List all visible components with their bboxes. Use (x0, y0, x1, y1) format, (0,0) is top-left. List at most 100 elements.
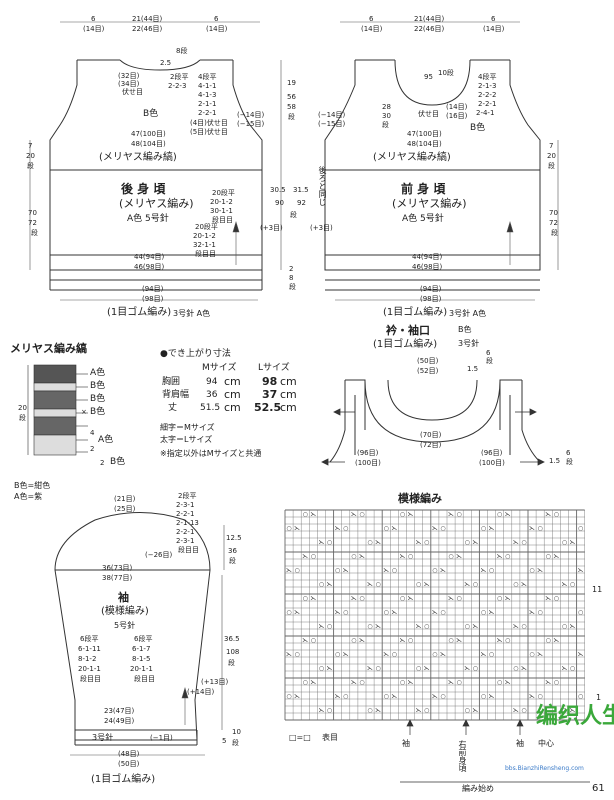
yarn-over-symbol: ○ (497, 679, 502, 686)
decrease-symbol: ⋋ (327, 665, 333, 672)
center-hdan2: 段 (290, 211, 297, 219)
chart-label-center: 右前身頃 (458, 740, 467, 772)
front-neck-dec2: 2-2-2 (478, 91, 497, 99)
collar-w100r: (100目) (479, 459, 505, 467)
yarn-over-symbol: ○ (529, 567, 534, 574)
sleeve-w21: (21目) (114, 495, 136, 503)
back-inc5: 20-1-2 (193, 232, 216, 240)
front-shoulder-l2: (14目) (361, 25, 383, 33)
sleeve-h5: 5 (222, 737, 227, 745)
decrease-symbol: ⋋ (545, 595, 551, 602)
front-rowsdan: 段 (382, 121, 389, 129)
front-stripe-label: (メリヤス編み縞) (373, 152, 451, 163)
decrease-symbol: ⋋ (391, 693, 397, 700)
yarn-over-symbol: ○ (343, 693, 348, 700)
back-top-width-l: 22(46目) (132, 25, 163, 33)
stripe-a2: A色 (98, 435, 114, 445)
sizes-row3u: cm (224, 401, 241, 414)
sizes-row1l: 98 (262, 375, 278, 388)
sizes-note2: 太字＝Lサイズ (160, 435, 213, 444)
yarn-over-symbol: ○ (473, 665, 478, 672)
back-w44: 44(94目) (134, 253, 165, 261)
decrease-symbol: ⋋ (335, 693, 341, 700)
decrease-symbol: ⋋ (399, 553, 405, 560)
yarn-over-symbol: ○ (578, 525, 583, 532)
sleeve-top-f: 2-3-1 (176, 537, 195, 545)
front-neck-a: 95 (424, 73, 433, 81)
knit-chart-grid: ○⋋⋋○○⋋⋋○○⋋⋋○○⋋⋋○○⋋⋋○○⋋⋋○○⋋○○⋋⋋○○⋋⋋○○⋋⋋○○… (284, 509, 585, 721)
yarn-over-symbol: ○ (513, 581, 518, 588)
chart-title: 模様編み (398, 492, 442, 505)
yarn-over-symbol: ○ (311, 553, 316, 560)
yarn-over-symbol: ○ (513, 665, 518, 672)
decrease-symbol: ⋋ (375, 623, 381, 630)
center-inc-note-l: (+3目) (260, 224, 283, 232)
decrease-symbol: ⋋ (513, 623, 519, 630)
decrease-symbol: ⋋ (327, 581, 333, 588)
decrease-symbol: ⋋ (553, 637, 559, 644)
yarn-over-symbol: ○ (400, 679, 405, 686)
decrease-symbol: ⋋ (529, 525, 535, 532)
yarn-over-symbol: ○ (440, 693, 445, 700)
yarn-over-symbol: ○ (465, 539, 470, 546)
decrease-symbol: ⋋ (335, 525, 341, 532)
sizes-row3l: 52.5 (254, 401, 282, 414)
stripe-dan: 段 (19, 414, 26, 422)
back-body-outline (49, 59, 263, 291)
sizes-row2: 背肩幅 (162, 390, 190, 400)
sleeve-inc8: 8-1-5 (132, 655, 151, 663)
decrease-symbol: ⋋ (416, 707, 422, 714)
decrease-symbol: ⋋ (561, 665, 567, 672)
sleeve-outline (54, 512, 211, 746)
decrease-symbol: ⋋ (408, 511, 414, 518)
yarn-over-symbol: ○ (295, 567, 300, 574)
yarn-over-symbol: ○ (384, 609, 389, 616)
decrease-symbol: ⋋ (505, 511, 511, 518)
collar-rib: (1目ゴム編み) (373, 339, 438, 350)
front-side-20: 20 (547, 152, 556, 160)
yarn-over-symbol: ○ (384, 525, 389, 532)
yarn-over-symbol: ○ (554, 511, 559, 518)
front-fuse3: (16目) (446, 112, 468, 120)
yarn-over-symbol: ○ (400, 595, 405, 602)
back-w48: 48(104目) (131, 140, 166, 148)
yarn-over-symbol: ○ (424, 539, 429, 546)
yarn-over-symbol: ○ (295, 651, 300, 658)
sizes-row1m: 94 (206, 377, 218, 387)
center-rib-h2: 8 (289, 274, 294, 282)
yarn-over-symbol: ○ (303, 511, 308, 518)
sizes-m: Mサイズ (202, 363, 237, 373)
yarn-over-symbol: ○ (367, 707, 372, 714)
yarn-over-symbol: ○ (335, 651, 340, 658)
sizes-row3: 丈 (168, 403, 178, 413)
sleeve-inc6: 6段平 (134, 635, 153, 643)
sizes-note1: 細字＝Mサイズ (160, 423, 215, 432)
yarn-over-symbol: ○ (562, 623, 567, 630)
brand-url: bbs.BianzhiRensheng.com (505, 765, 584, 772)
yarn-over-symbol: ○ (554, 595, 559, 602)
front-shoulder-r: 6 (491, 15, 496, 23)
front-neck-dec: 2-1-3 (478, 82, 497, 90)
back-inc3: 段目目 (212, 216, 233, 224)
decrease-symbol: ⋋ (383, 651, 389, 658)
back-inc4: 20段平 (195, 223, 218, 231)
yarn-over-symbol: ○ (465, 623, 470, 630)
yarn-over-symbol: ○ (424, 707, 429, 714)
sizes-row3m: 51.5 (200, 403, 221, 413)
decrease-symbol: ⋋ (408, 679, 414, 686)
decrease-symbol: ⋋ (432, 693, 438, 700)
center-h56: 56 (287, 93, 296, 101)
back-top-width: 21(44目) (132, 15, 163, 23)
stripe-n20: 20 (18, 404, 27, 412)
back-title: 後 身 頃 (121, 182, 166, 196)
decrease-symbol: ⋋ (294, 693, 300, 700)
decrease-symbol: ⋋ (310, 595, 316, 602)
chart-edge2: 1 (596, 693, 602, 702)
front-w44: 44(94目) (412, 253, 443, 261)
decrease-symbol: ⋋ (440, 651, 446, 658)
sleeve-h10: 10 (232, 728, 241, 736)
sizes-note3: ※指定以外はMサイズと共通 (160, 449, 262, 458)
back-dec6: (4目)伏せ目 (190, 119, 228, 127)
yarn-over-symbol: ○ (327, 623, 332, 630)
sleeve-w36: 36(73目) (102, 564, 133, 572)
